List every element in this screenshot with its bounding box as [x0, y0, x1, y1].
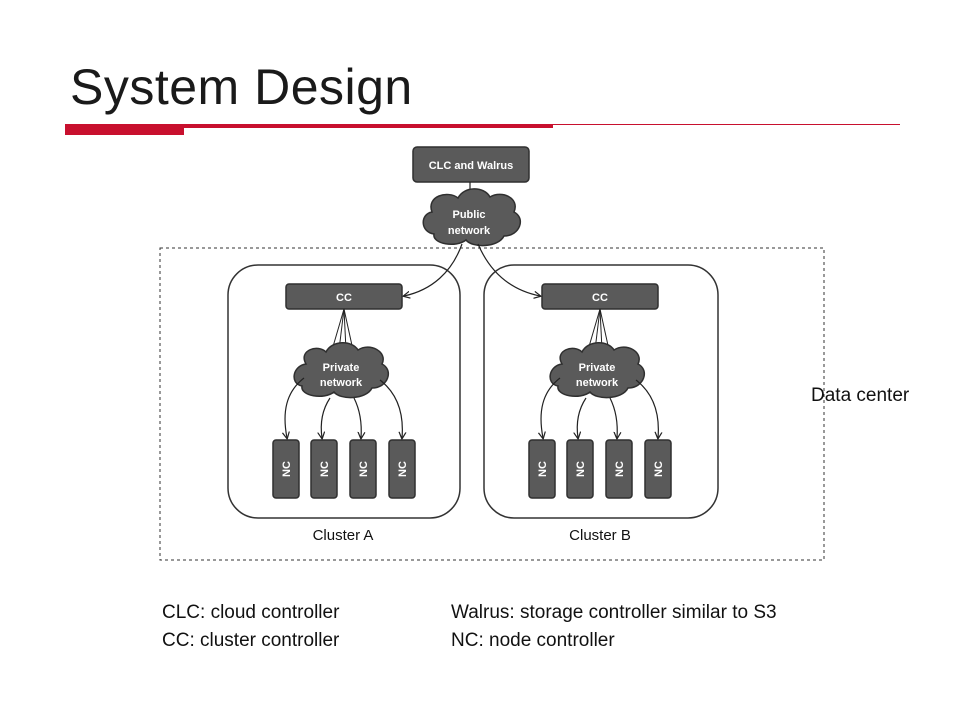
nc-label-b-4: NC: [653, 461, 665, 477]
nc-label-a-2: NC: [319, 461, 331, 477]
nc-box-a-1: NC: [272, 439, 300, 499]
public-network-cloud: Public network: [422, 188, 522, 247]
private-network-label-b-line1: Private: [579, 362, 616, 374]
nc-box-b-4: NC: [644, 439, 672, 499]
cc-label-b: CC: [592, 292, 608, 304]
private-to-nc-arrows-a: [285, 377, 402, 438]
legend-cc: CC: cluster controller: [162, 630, 340, 651]
title-underline: [65, 124, 900, 125]
legend-walrus: Walrus: storage controller similar to S3: [451, 602, 777, 623]
title-underline-bar: [65, 128, 184, 135]
nc-label-b-3: NC: [614, 461, 626, 477]
slide-title: System Design: [70, 59, 413, 115]
private-network-label-a-line1: Private: [323, 362, 360, 374]
cc-box-a: CC: [285, 283, 403, 310]
nc-label-b-1: NC: [537, 461, 549, 477]
private-network-cloud-a: Private network: [293, 342, 390, 399]
nc-box-b-3: NC: [605, 439, 633, 499]
clc-walrus-box: CLC and Walrus: [412, 146, 530, 183]
public-to-cc-a-arrow: [404, 243, 463, 296]
private-network-cloud-b: Private network: [549, 342, 646, 399]
nc-box-b-2: NC: [566, 439, 594, 499]
clc-walrus-label: CLC and Walrus: [429, 160, 514, 172]
data-center-label: Data center: [811, 385, 910, 406]
legend-clc: CLC: cloud controller: [162, 602, 340, 623]
nc-label-a-4: NC: [397, 461, 409, 477]
cluster-a-label: Cluster A: [313, 527, 374, 544]
public-network-label-line1: Public: [452, 209, 485, 221]
private-network-label-a-line2: network: [320, 377, 363, 389]
private-to-nc-arrows-b: [541, 377, 658, 438]
cc-box-b: CC: [541, 283, 659, 310]
nc-label-b-2: NC: [575, 461, 587, 477]
nc-label-a-1: NC: [281, 461, 293, 477]
data-center-boundary: [159, 247, 825, 561]
public-network-label-line2: network: [448, 225, 491, 237]
nc-label-a-3: NC: [358, 461, 370, 477]
title-underline-accent: [65, 125, 553, 128]
nc-box-a-2: NC: [310, 439, 338, 499]
public-to-cc-b-arrow: [477, 243, 540, 296]
nc-box-a-3: NC: [349, 439, 377, 499]
cc-label-a: CC: [336, 292, 352, 304]
legend-nc: NC: node controller: [451, 630, 615, 651]
private-network-label-b-line2: network: [576, 377, 619, 389]
cluster-b-label: Cluster B: [569, 527, 631, 544]
nc-box-a-4: NC: [388, 439, 416, 499]
nc-box-b-1: NC: [528, 439, 556, 499]
